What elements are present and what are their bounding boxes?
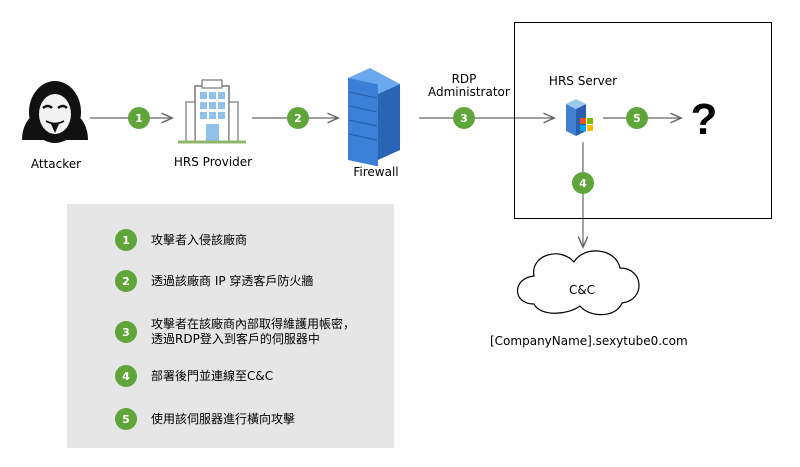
legend-text: 透過該廠商 IP 穿透客戶防火牆: [151, 273, 314, 288]
legend-text: 攻擊者入侵該廠商: [151, 232, 248, 247]
cnc-label: C&C: [568, 283, 596, 297]
administrator-label: Administrator: [428, 85, 510, 99]
legend-item: 2 透過該廠商 IP 穿透客戶防火牆: [115, 270, 313, 292]
server-label: HRS Server: [548, 74, 618, 88]
step-marker: 2: [287, 107, 309, 129]
legend-item: 1 攻擊者入侵該廠商: [115, 229, 247, 251]
legend-item: 3 攻擊者在該廠商內部取得維護用帳密， 透過RDP登入到客戶的伺服器中: [115, 317, 355, 347]
legend-panel: 1 攻擊者入侵該廠商 2 透過該廠商 IP 穿透客戶防火牆 3 攻擊者在該廠商內…: [67, 204, 394, 448]
legend-text: 部署後門並連線至C&C: [151, 368, 274, 383]
legend-text: 使用該伺服器進行橫向攻擊: [151, 411, 296, 426]
provider-label: HRS Provider: [173, 155, 253, 169]
rdp-label: RDP: [451, 72, 477, 86]
building-icon: [178, 79, 246, 144]
legend-item: 4 部署後門並連線至C&C: [115, 365, 273, 387]
legend-number: 5: [115, 408, 137, 430]
cnc-domain-label: [CompanyName].sexytube0.com: [490, 334, 688, 348]
server-icon: [566, 99, 593, 136]
cnc-cloud-icon: [517, 250, 640, 316]
legend-text-line2: 透過RDP登入到客戶的伺服器中: [151, 332, 320, 346]
step-marker: 5: [626, 107, 648, 129]
hrs-server-boundary: [514, 22, 772, 219]
firewall-label: Firewall: [353, 165, 399, 179]
step-marker: 1: [128, 107, 150, 129]
attacker-icon: [22, 81, 88, 143]
legend-number: 3: [115, 321, 137, 343]
attacker-label: Attacker: [30, 157, 82, 171]
legend-number: 4: [115, 365, 137, 387]
firewall-icon: [348, 68, 400, 167]
unknown-icon: ?: [691, 95, 718, 144]
legend-text: 攻擊者在該廠商內部取得維護用帳密，: [151, 317, 356, 331]
legend-item: 5 使用該伺服器進行橫向攻擊: [115, 408, 295, 430]
step-marker: 3: [453, 107, 475, 129]
legend-number: 2: [115, 270, 137, 292]
step-marker: 4: [572, 172, 594, 194]
legend-number: 1: [115, 229, 137, 251]
